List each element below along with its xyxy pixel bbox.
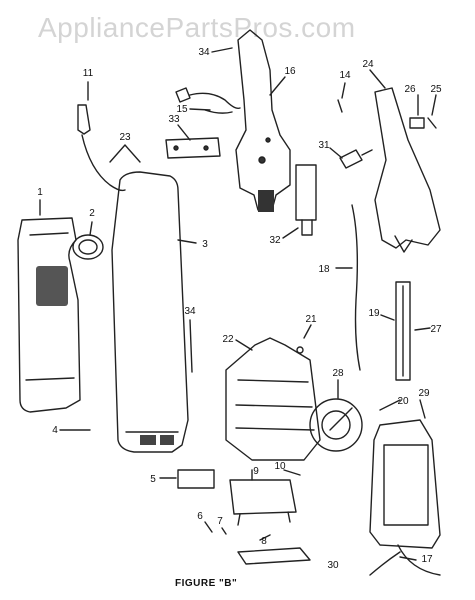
callout-26: 26 xyxy=(404,84,416,95)
callout-34-top: 34 xyxy=(198,47,210,58)
callout-4: 4 xyxy=(52,425,58,436)
callout-11: 11 xyxy=(83,68,94,79)
figure-caption: FIGURE "B" xyxy=(175,578,238,589)
part-28-motor xyxy=(309,398,363,452)
part-33-bracket xyxy=(165,137,221,159)
callout-33: 33 xyxy=(168,114,180,125)
callout-1: 1 xyxy=(37,187,43,198)
callout-30: 30 xyxy=(327,560,339,571)
callout-7: 7 xyxy=(217,516,223,527)
callout-10: 10 xyxy=(274,461,286,472)
part-25-screw xyxy=(427,117,437,129)
part-31-connector xyxy=(339,149,373,169)
callout-16: 16 xyxy=(284,66,296,77)
callout-19: 19 xyxy=(368,308,380,319)
part-17-cord xyxy=(369,551,401,576)
callout-6: 6 xyxy=(197,511,203,522)
callout-34-mid: 34 xyxy=(184,306,196,317)
callout-18: 18 xyxy=(318,264,330,275)
callout-25: 25 xyxy=(430,84,442,95)
part-14-screw xyxy=(337,99,343,113)
part-30-plate xyxy=(237,547,311,565)
part-26-clip xyxy=(409,117,425,129)
callout-27: 27 xyxy=(430,324,442,335)
part-9-bracket xyxy=(229,479,297,526)
callout-3: 3 xyxy=(202,239,208,250)
callout-24: 24 xyxy=(362,59,374,70)
part-2-ring xyxy=(72,234,104,260)
callout-17: 17 xyxy=(421,554,433,565)
callout-14: 14 xyxy=(339,70,351,81)
callout-21: 21 xyxy=(305,314,317,325)
part-32-connector xyxy=(295,164,317,236)
callout-22: 22 xyxy=(222,334,234,345)
part-22-motor-housing xyxy=(225,337,321,461)
part-5-filter xyxy=(177,469,215,489)
callout-23: 23 xyxy=(119,132,131,143)
part-3-front-cover xyxy=(111,171,189,453)
callout-9: 9 xyxy=(253,466,259,477)
part-16-handle xyxy=(235,29,291,212)
watermark: AppliancePartsPros.com xyxy=(38,12,356,43)
part-1-housing xyxy=(17,217,81,413)
part-11-switch xyxy=(77,104,126,192)
callout-29: 29 xyxy=(418,388,430,399)
callout-28: 28 xyxy=(332,368,344,379)
callout-20: 20 xyxy=(397,396,409,407)
callout-31: 31 xyxy=(318,140,330,151)
part-29-bag xyxy=(369,419,441,576)
callout-5: 5 xyxy=(150,474,156,485)
callout-32: 32 xyxy=(269,235,281,246)
part-19-strip xyxy=(395,281,411,381)
callout-8: 8 xyxy=(261,536,267,547)
part-15-cord xyxy=(175,87,241,114)
part-18-wire xyxy=(351,204,361,371)
part-24-panel xyxy=(374,87,441,253)
callout-2: 2 xyxy=(89,208,95,219)
callout-15: 15 xyxy=(176,104,188,115)
